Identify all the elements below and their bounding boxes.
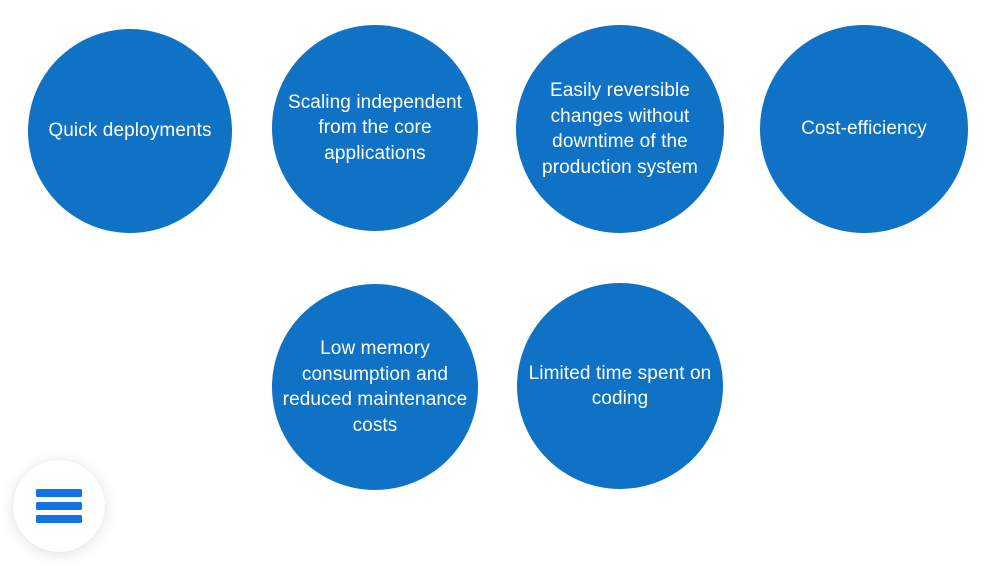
benefit-bubble-limited-time-coding[interactable]: Limited time spent on coding <box>517 283 723 489</box>
bubble-label: Limited time spent on coding <box>528 362 712 410</box>
hamburger-bar-middle <box>36 502 82 510</box>
hamburger-bar-bottom <box>36 515 82 523</box>
benefit-bubble-cost-efficiency[interactable]: Cost-efficiency <box>760 25 968 233</box>
benefit-bubble-scaling-independent[interactable]: Scaling independent from the core applic… <box>272 25 478 231</box>
bubble-label: Cost-efficiency <box>801 118 927 140</box>
menu-button[interactable] <box>13 460 105 552</box>
bubble-label: Quick deployments <box>48 120 212 142</box>
bubble-label: Low memory consumption and reduced maint… <box>282 338 468 436</box>
hamburger-menu-icon <box>36 489 82 523</box>
benefit-bubble-quick-deployments[interactable]: Quick deployments <box>28 29 232 233</box>
hamburger-bar-top <box>36 489 82 497</box>
benefit-bubble-low-memory-consumption[interactable]: Low memory consumption and reduced maint… <box>272 284 478 490</box>
bubble-label: Scaling independent from the core applic… <box>287 91 463 164</box>
bubble-label: Easily reversible changes without downti… <box>542 80 698 178</box>
benefit-bubble-easily-reversible-changes[interactable]: Easily reversible changes without downti… <box>516 25 724 233</box>
